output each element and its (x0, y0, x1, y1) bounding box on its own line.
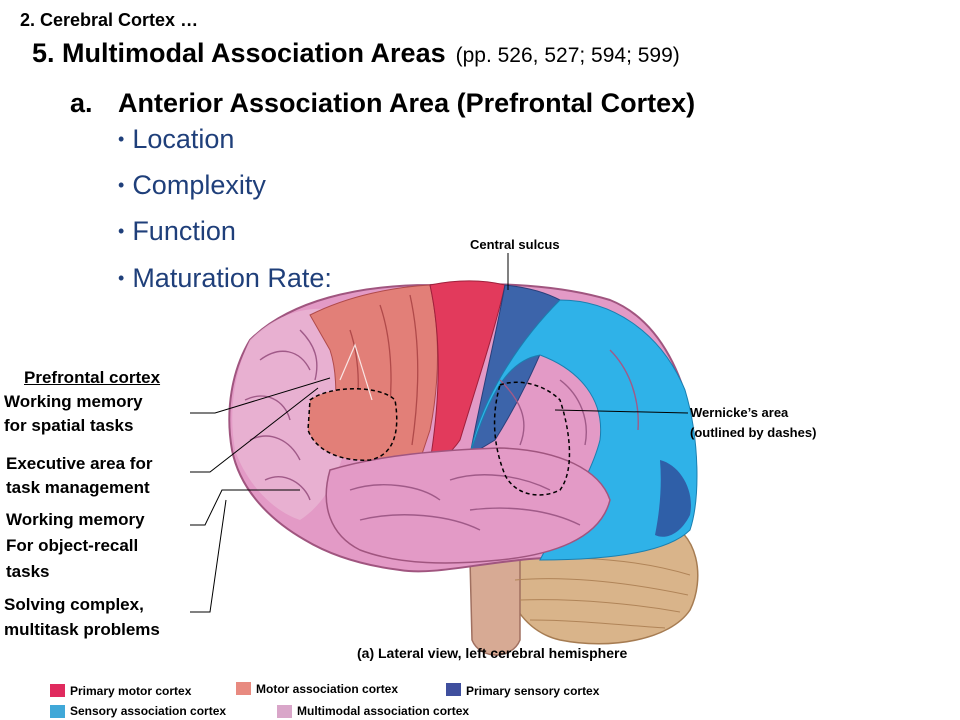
breadcrumb: 2. Cerebral Cortex … (20, 10, 199, 30)
title-text: 5. Multimodal Association Areas (32, 38, 446, 68)
central-sulcus-label: Central sulcus (470, 237, 560, 252)
subheading: a. Anterior Association Area (Prefrontal … (70, 88, 695, 119)
legend-label-sensory-association: Sensory association cortex (70, 704, 227, 718)
bullet-complexity: •Complexity (118, 170, 266, 200)
spatial-label-2: for spatial tasks (4, 416, 134, 435)
legend-swatch-sensory-association (50, 705, 65, 718)
legend-swatch-multimodal (277, 705, 292, 718)
page-references: (pp. 526, 527; 594; 599) (455, 44, 680, 67)
legend-swatch-primary-sensory (446, 683, 461, 696)
bullet-location: •Location (118, 124, 235, 154)
object-label-2: For object-recall (6, 536, 139, 555)
spatial-label-1: Working memory (4, 392, 143, 411)
prefrontal-region (232, 308, 355, 520)
legend-swatch-motor-association (236, 682, 251, 695)
object-label-3: tasks (6, 562, 50, 581)
figure-caption: (a) Lateral view, left cerebral hemisphe… (357, 645, 628, 661)
prefrontal-cortex-label: Prefrontal cortex (24, 368, 161, 387)
legend-swatch-primary-motor (50, 684, 65, 697)
wernicke-outline (493, 381, 571, 496)
dashed-frontal-outline (307, 388, 398, 461)
legend-label-multimodal: Multimodal association cortex (297, 704, 470, 718)
wernicke-label-1: Wernicke’s area (690, 405, 789, 420)
subheading-number: a. (70, 88, 93, 118)
exec-label-2: task management (6, 478, 150, 497)
occipital-tip (655, 460, 691, 537)
solving-label-2: multitask problems (4, 620, 160, 639)
object-leader (190, 489, 300, 526)
brainstem (469, 559, 521, 656)
wernicke-label-2: (outlined by dashes) (690, 425, 817, 440)
bullet-maturation: •Maturation Rate: (118, 263, 332, 293)
legend-label-primary-sensory: Primary sensory cortex (466, 684, 600, 698)
exec-leader (190, 387, 319, 473)
subheading-text: Anterior Association Area (Prefrontal Co… (118, 88, 696, 118)
wernicke-pointer (554, 409, 689, 414)
legend-label-motor-association: Motor association cortex (256, 682, 399, 696)
primary-motor-region (429, 280, 506, 463)
exec-label-1: Executive area for (6, 454, 153, 473)
object-label-1: Working memory (6, 510, 145, 529)
spatial-leader (190, 377, 331, 414)
solving-label-1: Solving complex, (4, 595, 144, 614)
temporal-lobe (325, 447, 611, 564)
bullet-function: •Function (118, 216, 236, 246)
solving-leader (190, 499, 227, 613)
page-title: 5. Multimodal Association Areas (pp. 526,… (32, 38, 680, 69)
legend-label-primary-motor: Primary motor cortex (70, 684, 192, 698)
